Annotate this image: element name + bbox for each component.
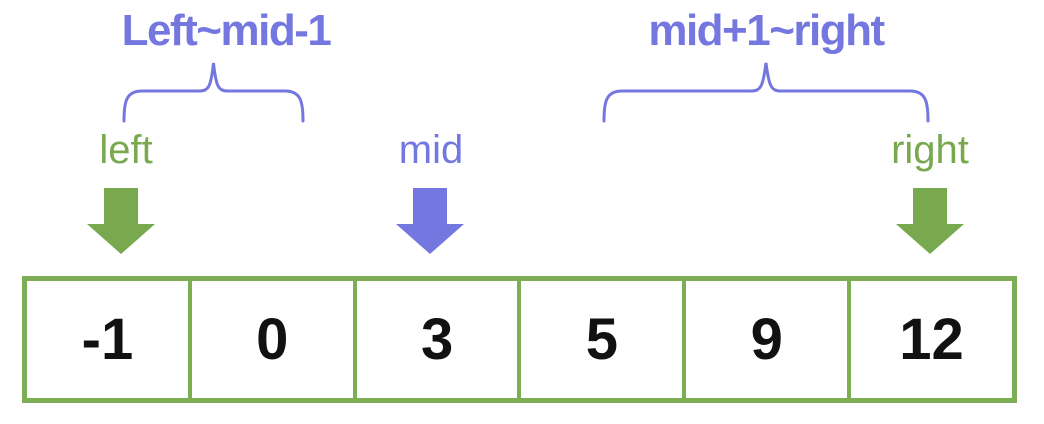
curly-brace-left-icon: [122, 62, 305, 123]
array-cell-4: 9: [682, 281, 847, 398]
mid-pointer-down-arrow-icon: [396, 188, 464, 254]
pointer-label-left: left: [99, 128, 153, 172]
right-pointer-down-arrow-icon: [896, 188, 964, 254]
range-label-left-segment: Left~mid-1: [121, 6, 332, 55]
array-cell-2: 3: [352, 281, 518, 398]
array-cell-0: -1: [81, 306, 134, 372]
range-label-right-segment: mid+1~right: [648, 6, 885, 55]
array-cell-3: 5: [517, 281, 682, 398]
pointer-label-mid: mid: [398, 128, 464, 172]
left-pointer-down-arrow-icon: [87, 188, 155, 254]
array-container: -1 0 3 5 9 12: [22, 276, 1017, 403]
array-cell-5: 12: [847, 281, 1012, 398]
pointer-label-right: right: [891, 128, 969, 172]
array-cell-1: 0: [187, 281, 353, 398]
curly-brace-right-icon: [602, 62, 930, 123]
